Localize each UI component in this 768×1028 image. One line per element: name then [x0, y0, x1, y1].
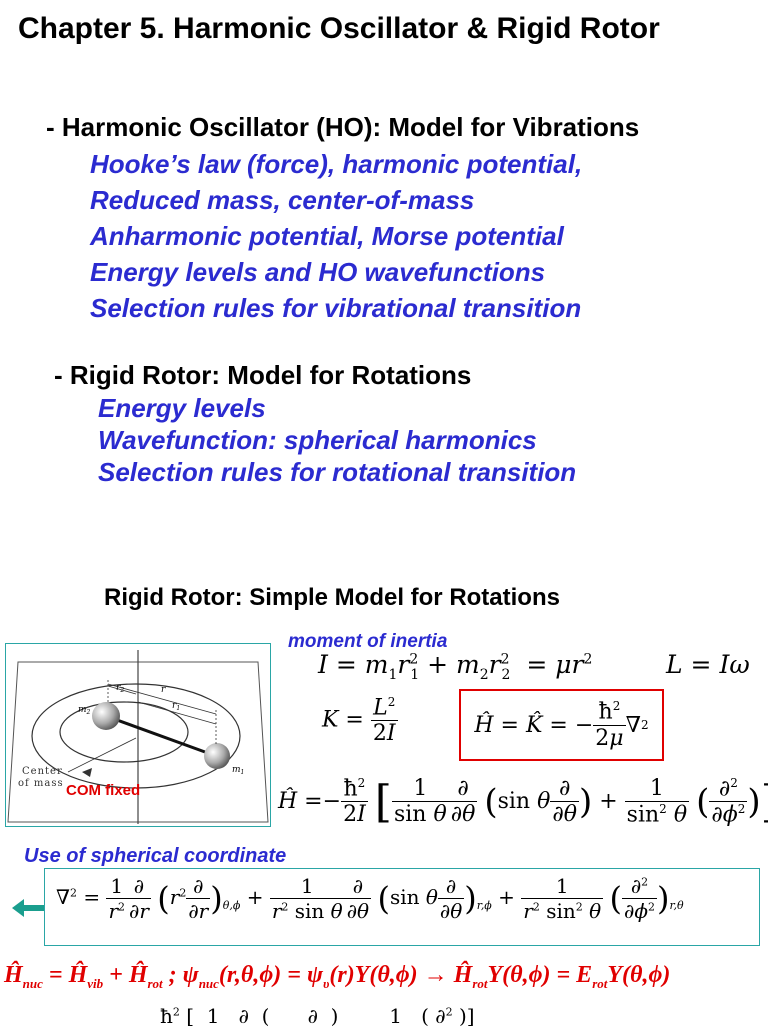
label-r1: r1 [172, 701, 180, 712]
nuclear-hamiltonian-equation: Ĥnuc = Ĥvib + Ĥrot ; ψnuc(r,θ,ϕ) = ψυ(r)… [4, 962, 671, 991]
moment-of-inertia-equation: I = m1r21 + m2r22 = μr2 [318, 650, 593, 683]
label-m1: m1 [232, 765, 244, 776]
rigid-rotor-diagram: r2 r r1 m2 m1 Center of mass [7, 650, 269, 824]
ho-topic-list: Hooke’s law (force), harmonic potential,… [90, 146, 582, 326]
cutoff-equation: ħ2 [ 1 ∂ ( ∂ ) 1 ( ∂2 )] [160, 1004, 475, 1028]
mass-m2 [92, 702, 120, 730]
rr-topic: Energy levels [98, 393, 266, 423]
rr-topic: Wavefunction: spherical harmonics [98, 425, 537, 455]
spherical-coordinate-label: Use of spherical coordinate [24, 845, 287, 867]
moment-of-inertia-label: moment of inertia [288, 631, 448, 652]
section-heading: Rigid Rotor: Simple Model for Rotations [104, 584, 560, 611]
mass-m1 [204, 743, 230, 769]
angular-momentum-equation: L = Iω [666, 650, 750, 679]
ho-topic: Selection rules for vibrational transiti… [90, 293, 582, 323]
ho-topic: Reduced mass, center-of-mass [90, 185, 475, 215]
label-of-mass: of mass [18, 778, 64, 789]
rr-topic-list: Energy levels Wavefunction: spherical ha… [98, 392, 576, 488]
cutoff-red-text [6, 1016, 86, 1024]
label-center: Center [22, 766, 63, 777]
ho-topic: Energy levels and HO wavefunctions [90, 257, 546, 287]
page-title: Chapter 5. Harmonic Oscillator & Rigid R… [18, 12, 660, 45]
rr-heading: - Rigid Rotor: Model for Rotations [54, 360, 472, 390]
ho-topic: Hooke’s law (force), harmonic potential, [90, 149, 583, 179]
label-m2: m2 [78, 705, 91, 716]
rr-topic: Selection rules for rotational transitio… [98, 457, 577, 487]
laplacian-box [44, 868, 760, 946]
rigid-rotor-figure: r2 r r1 m2 m1 Center of mass COM fixed [5, 643, 271, 827]
ho-heading: - Harmonic Oscillator (HO): Model for Vi… [46, 112, 640, 142]
label-r2: r2 [116, 683, 124, 694]
left-arrow-icon [12, 899, 44, 917]
ho-topic: Anharmonic potential, Morse potential [90, 221, 564, 251]
label-r: r [161, 685, 166, 695]
com-fixed-label: COM fixed [66, 782, 141, 799]
